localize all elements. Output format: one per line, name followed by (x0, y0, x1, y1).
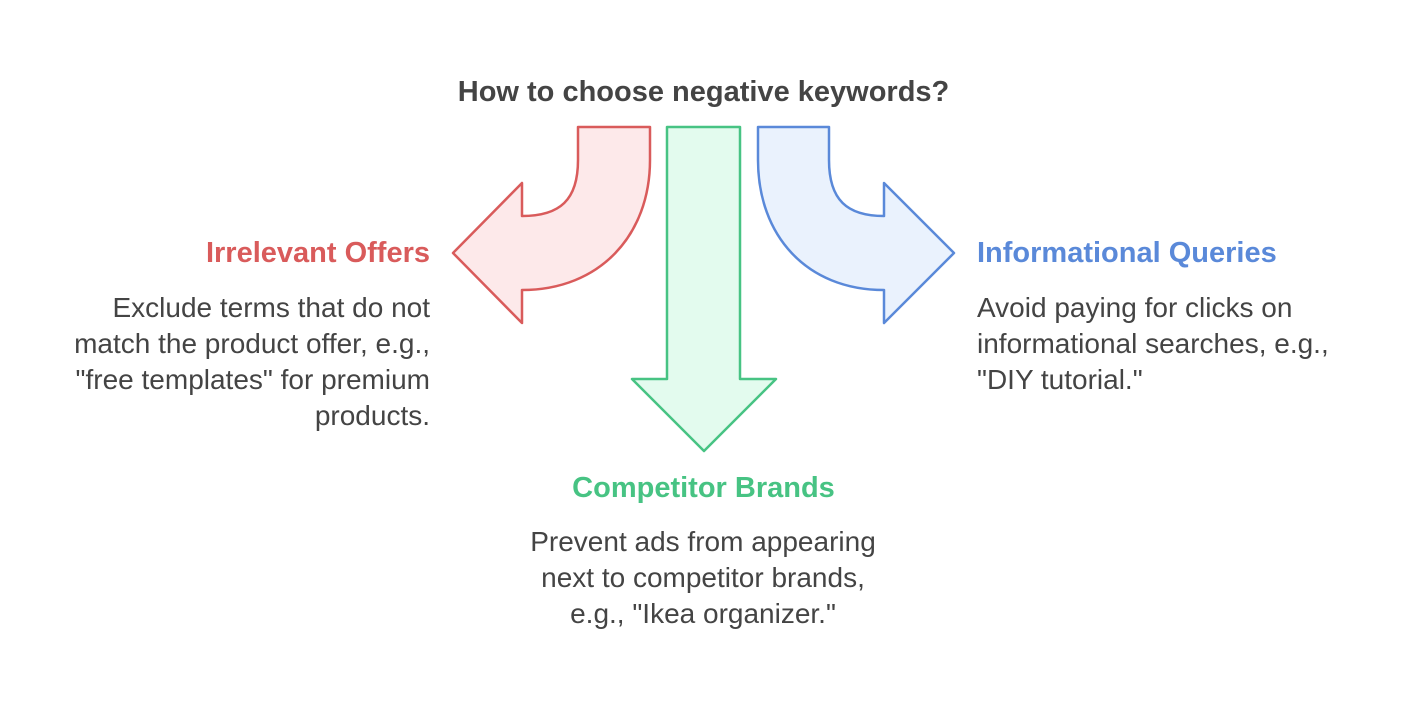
competitor-brands-description: Prevent ads from appearing next to compe… (453, 524, 953, 632)
description-line: informational searches, e.g., (977, 328, 1329, 359)
description-line: products. (314, 400, 430, 431)
description-line: "DIY tutorial." (977, 364, 1143, 395)
description-line: Prevent ads from appearing (530, 526, 876, 557)
description-line: e.g., "Ikea organizer." (570, 598, 836, 629)
description-line: "free templates" for premium (75, 364, 430, 395)
informational-queries-heading: Informational Queries (977, 237, 1277, 269)
right-curved-arrow (756, 125, 956, 325)
description-line: Avoid paying for clicks on (977, 292, 1293, 323)
informational-queries-description: Avoid paying for clicks on informational… (977, 290, 1397, 398)
left-curved-arrow (451, 125, 652, 325)
description-line: match the product offer, e.g., (74, 328, 430, 359)
irrelevant-offers-description: Exclude terms that do not match the prod… (10, 290, 430, 434)
irrelevant-offers-heading: Irrelevant Offers (205, 237, 430, 269)
description-line: next to competitor brands, (541, 562, 865, 593)
description-line: Exclude terms that do not (112, 292, 430, 323)
diagram-title: How to choose negative keywords? (457, 76, 950, 108)
competitor-brands-heading: Competitor Brands (572, 472, 835, 504)
middle-down-arrow (630, 125, 778, 453)
